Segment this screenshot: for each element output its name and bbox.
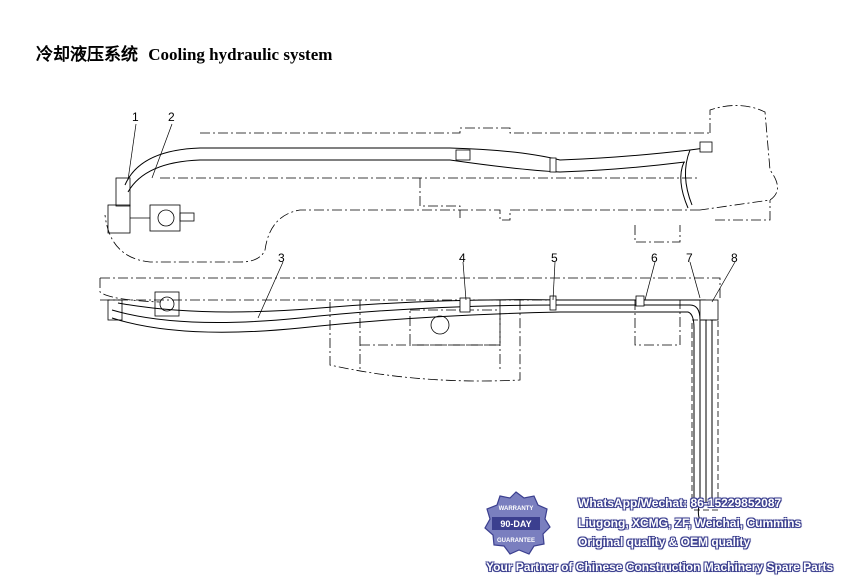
title-english: Cooling hydraulic system <box>148 45 333 64</box>
watermark-quality: Original quality & OEM quality <box>578 535 751 549</box>
callout-6: 6 <box>651 251 658 265</box>
watermark-contact: WhatsApp/Wechat: 86-15229852087 <box>578 496 782 510</box>
warranty-badge: 90-DAY WARRANTY GUARANTEE <box>484 491 551 555</box>
callout-8: 8 <box>731 251 738 265</box>
callout-2: 2 <box>168 110 175 124</box>
callout-labels: 1 2 3 4 5 6 7 8 <box>132 110 738 265</box>
page-title: 冷却液压系统 Cooling hydraulic system <box>36 40 332 65</box>
lower-pump-assembly <box>107 291 719 511</box>
callout-1: 1 <box>132 110 139 124</box>
lower-hose-bundle <box>111 299 713 526</box>
callout-3: 3 <box>278 251 285 265</box>
badge-top: WARRANTY <box>499 506 534 512</box>
callout-7: 7 <box>686 251 693 265</box>
title-chinese: 冷却液压系统 <box>36 45 138 64</box>
callout-leaders <box>127 123 736 319</box>
upper-frame-outline <box>104 105 778 263</box>
upper-pump-assembly <box>107 141 713 234</box>
callout-5: 5 <box>551 251 558 265</box>
upper-hose-pair <box>124 147 706 209</box>
callout-4: 4 <box>459 251 466 265</box>
badge-bottom: GUARANTEE <box>497 538 535 544</box>
badge-days: 90-DAY <box>500 519 531 529</box>
lower-frame-outline <box>99 277 721 382</box>
watermark-slogan: Your Partner of Chinese Construction Mac… <box>486 560 834 574</box>
watermark-brands: Liugong, XCMG, ZF, Weichai, Cummins <box>578 516 802 530</box>
